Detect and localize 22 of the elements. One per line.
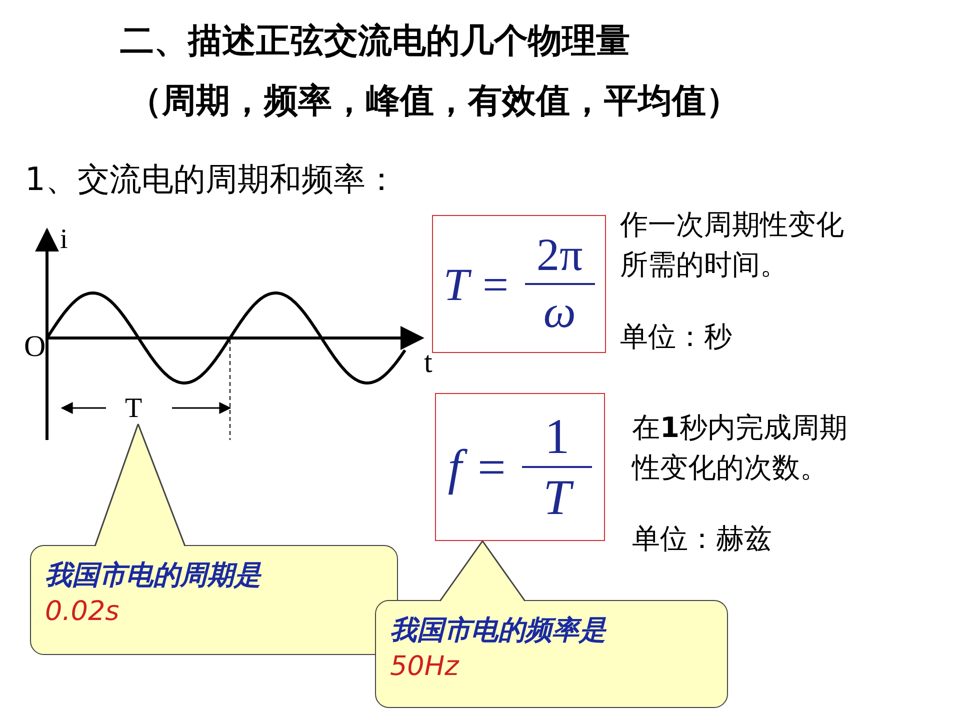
- formula-box: [435, 393, 605, 541]
- description-text: 在1秒内完成周期性变化的次数。: [632, 410, 848, 486]
- callout-text: 我国市电的周期是: [45, 559, 263, 593]
- callout-value: 50Hz: [390, 650, 460, 684]
- origin-label: O: [24, 330, 46, 364]
- unit-text: 单位：秒: [620, 319, 732, 355]
- title: 二、描述正弦交流电的几个物理量: [120, 20, 630, 63]
- numerator: 2π: [536, 230, 583, 281]
- axis-label: t: [424, 346, 432, 380]
- denominator: ω: [543, 287, 576, 338]
- unit-text: 单位：赫兹: [632, 521, 772, 557]
- callout-text: 我国市电的频率是: [390, 614, 608, 648]
- formula-symbol: T =: [443, 258, 511, 310]
- description-text: 作一次周期性变化所需的时间。: [620, 207, 845, 283]
- subtitle: （周期，频率，峰值，有效值，平均值）: [128, 80, 740, 123]
- numerator: 1: [544, 409, 570, 464]
- axis-label: i: [60, 224, 68, 256]
- period-label: T: [125, 394, 142, 424]
- formula-symbol: f =: [448, 438, 508, 496]
- section-heading: 1、交流电的周期和频率：: [25, 159, 398, 200]
- formula-box: [432, 215, 606, 353]
- callout-value: 0.02s: [45, 595, 120, 630]
